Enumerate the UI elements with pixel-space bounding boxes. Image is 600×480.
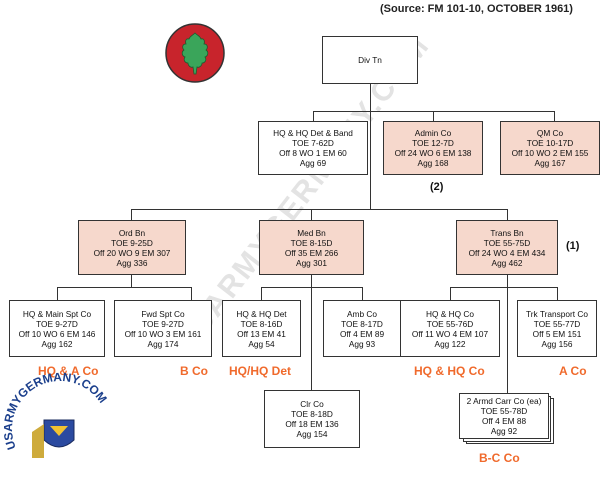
label-bc-co: B-C Co xyxy=(479,451,520,465)
note-2: (2) xyxy=(430,181,444,193)
connector-line xyxy=(450,287,558,288)
connector-line xyxy=(557,287,558,301)
connector-line xyxy=(507,209,508,221)
connector-line xyxy=(370,83,371,112)
label-hq-hq-co: HQ & HQ Co xyxy=(414,364,485,378)
label-hq-a-co: HQ & A Co xyxy=(38,364,99,378)
div-tn-box: Div Tn xyxy=(322,36,418,84)
note-1: (1) xyxy=(566,240,580,252)
division-patch-icon xyxy=(165,23,225,83)
connector-line xyxy=(554,111,555,121)
label-b-co: B Co xyxy=(180,364,208,378)
connector-line xyxy=(311,209,312,221)
connector-line xyxy=(313,111,314,121)
site-logo-icon: USARMYGERMANY.COM xyxy=(4,370,110,458)
connector-line xyxy=(261,287,262,301)
connector-line xyxy=(57,287,192,288)
label-a-co: A Co xyxy=(559,364,587,378)
svg-text:USARMYGERMANY.COM: USARMYGERMANY.COM xyxy=(169,40,437,340)
connector-line xyxy=(370,111,371,210)
connector-line xyxy=(362,287,363,301)
connector-line xyxy=(433,111,434,121)
label-hq-hq-det: HQ/HQ Det xyxy=(229,364,292,378)
connector-line xyxy=(191,287,192,301)
connector-line xyxy=(313,111,555,112)
connector-line xyxy=(131,209,132,221)
connector-line xyxy=(131,209,508,210)
connector-line xyxy=(450,287,451,301)
connector-line xyxy=(261,287,363,288)
connector-line xyxy=(507,274,508,394)
connector-line xyxy=(131,274,132,288)
connector-line xyxy=(57,287,58,301)
connector-line xyxy=(311,274,312,391)
source-citation: (Source: FM 101-10, OCTOBER 1961) xyxy=(380,3,573,15)
